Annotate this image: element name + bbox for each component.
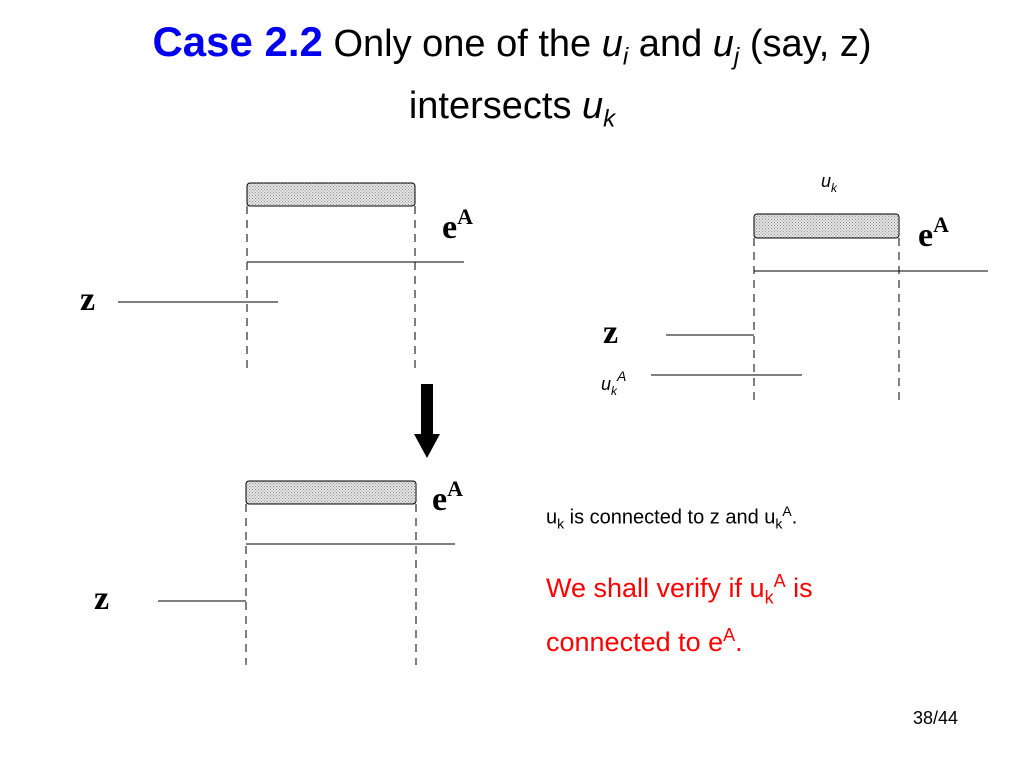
title-u-j: u [712, 23, 734, 65]
verify-text2: is connected to e [546, 573, 813, 658]
diagram-top-right: uk eA z ukA [601, 171, 988, 400]
connection-note: uk is connected to z and ukA. [546, 498, 797, 537]
diagram-bottom-left: eA z [94, 476, 463, 665]
title-u-i: u [601, 23, 623, 65]
verify-statement: We shall verify if ukA is connected to e… [546, 562, 926, 661]
label-ukA-u: u [601, 374, 611, 394]
interval-bar-uk-right [753, 213, 900, 239]
verify-end: . [735, 627, 743, 658]
label-uk-top: u [821, 171, 831, 191]
diagram-top-left: eA z [80, 182, 473, 368]
svg-text:ukA: ukA [601, 368, 626, 398]
note-k2: k [775, 515, 783, 532]
title-sub-j: j [733, 43, 740, 71]
svg-text:eA: eA [432, 476, 463, 518]
label-e-right: e [918, 217, 933, 254]
interval-bar-uk [246, 182, 416, 207]
svg-text:eA: eA [442, 204, 473, 246]
page-number: 38/44 [913, 708, 959, 728]
label-z-right: z [603, 314, 618, 351]
label-A: A [457, 204, 473, 229]
label-A-right: A [933, 212, 949, 237]
label-A-bottom: A [447, 476, 463, 501]
label-e: e [442, 209, 457, 246]
label-uk-top-sub: k [831, 181, 838, 195]
title-text-b: intersects [408, 84, 583, 127]
title-text-a: Only one of the [333, 23, 602, 65]
verify-k: k [764, 587, 774, 608]
down-arrow-icon [414, 384, 440, 458]
title-say: (say, z) [739, 23, 872, 65]
label-z-bottom: z [94, 580, 109, 617]
note-k: k [557, 515, 565, 532]
note-text: is connected to z and u [564, 506, 776, 529]
svg-text:eA: eA [918, 212, 949, 254]
verify-A2: A [723, 625, 736, 646]
title-and: and [628, 23, 713, 65]
label-z: z [80, 281, 95, 318]
verify-text1: We shall verify if u [546, 573, 765, 603]
note-A: A [782, 503, 792, 519]
slide-title: Case 2.2 Only one of the ui and uj (say,… [0, 18, 1024, 143]
label-e-bottom: e [432, 481, 447, 518]
label-ukA-k: k [611, 384, 618, 398]
note-end: . [791, 506, 798, 529]
note-u: u [546, 506, 558, 529]
interval-bar-uk-bottom [245, 480, 417, 505]
verify-A: A [773, 571, 786, 591]
title-sub-i: i [622, 43, 629, 71]
svg-text:uk: uk [821, 171, 838, 195]
case-label: Case 2.2 [152, 18, 323, 65]
label-ukA-A: A [616, 368, 626, 384]
title-sub-k: k [603, 105, 616, 133]
title-u-k: u [582, 84, 604, 127]
